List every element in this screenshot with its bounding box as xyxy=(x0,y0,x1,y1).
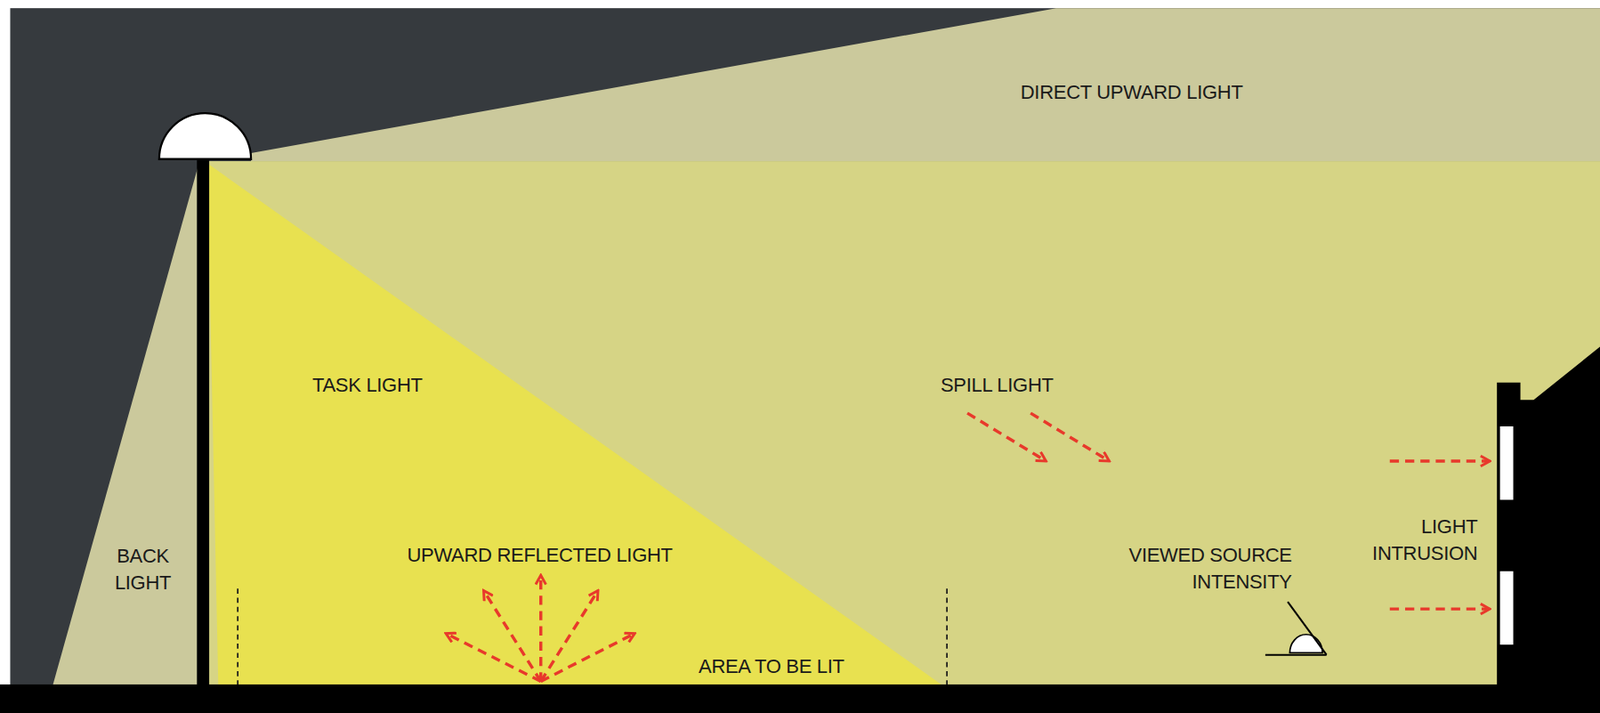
zone-label: AREA TO BE LIT xyxy=(698,653,845,680)
lamp-pole xyxy=(196,158,210,689)
area-limit xyxy=(945,588,948,685)
area-limit xyxy=(236,588,239,685)
building xyxy=(1496,347,1600,689)
spill-light-zone xyxy=(202,161,1600,692)
window xyxy=(1500,571,1514,646)
back-light-zone xyxy=(50,162,203,692)
lamp-head xyxy=(159,113,251,160)
night-sky xyxy=(9,8,1600,713)
task-light-zone xyxy=(207,162,947,688)
zone-label: UPWARD REFLECTED LIGHT xyxy=(407,541,673,569)
upward-light-zone xyxy=(250,8,1600,162)
zone-label: DIRECT UPWARD LIGHT xyxy=(1020,79,1244,106)
zone-label: LIGHT INTRUSION xyxy=(1352,513,1478,567)
window xyxy=(1500,426,1514,501)
ground xyxy=(0,684,1600,713)
zone-label: TASK LIGHT xyxy=(312,371,423,399)
zone-label: BACK LIGHT xyxy=(107,542,179,597)
zone-label: SPILL LIGHT xyxy=(940,371,1054,399)
viewer-symbol xyxy=(1265,601,1327,655)
zone-label: VIEWED SOURCE INTENSITY xyxy=(1100,541,1293,596)
